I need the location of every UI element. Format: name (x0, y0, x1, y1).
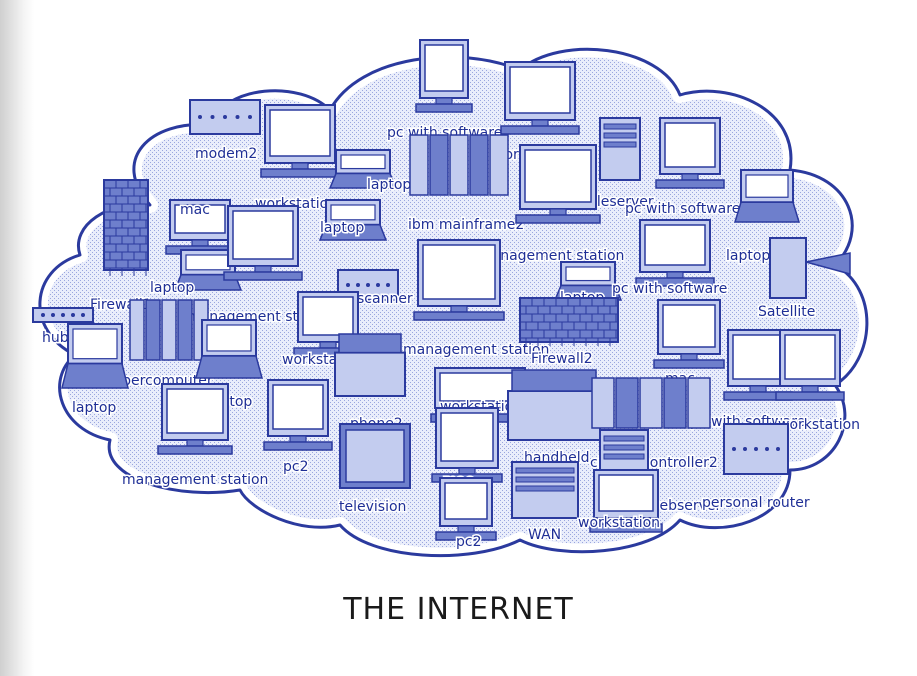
network-node: pc with software (624, 117, 742, 219)
network-node: modem2 (189, 99, 261, 164)
workstation-icon (260, 104, 340, 178)
firewall-icon (103, 179, 149, 276)
node-label: laptop (726, 248, 770, 264)
management-station-icon (223, 205, 303, 281)
satellite-icon (769, 237, 851, 299)
node-label: management station (122, 472, 268, 488)
node-label: WAN (528, 527, 561, 543)
supercomputer-icon (129, 299, 209, 361)
laptop-icon (733, 169, 801, 223)
network-node: laptop (195, 319, 263, 412)
laptop-icon (318, 199, 388, 241)
node-label: mac (180, 202, 210, 218)
node-label: workstation (578, 515, 660, 531)
pc-icon (415, 39, 473, 113)
network-node: management station (477, 144, 626, 266)
pc-icon (263, 379, 333, 451)
modem-icon (189, 99, 261, 135)
network-node: WAN (511, 461, 579, 545)
node-label: laptop (72, 400, 116, 416)
network-node: pc2 (435, 477, 497, 552)
workstation-icon (500, 61, 580, 135)
network-node: Satellite (757, 237, 851, 322)
mainframe-icon (409, 134, 509, 196)
node-label: pc2 (283, 459, 309, 475)
network-node: management station (121, 383, 270, 490)
node-label: laptop (367, 177, 411, 193)
node-label: pc with software (625, 201, 740, 217)
node-label: modem2 (195, 146, 257, 162)
network-node: laptop (725, 169, 801, 266)
node-label: pc2 (456, 534, 482, 550)
node-label: laptop (150, 280, 194, 296)
diagram-title: THE INTERNET (343, 592, 574, 627)
node-label: webserver (648, 498, 722, 514)
network-node: mac (431, 407, 503, 491)
network-node: pc with software (611, 219, 729, 299)
router-icon (723, 423, 789, 475)
handheld-icon (507, 369, 601, 441)
node-label: ibm mainframe2 (408, 217, 524, 233)
mac-icon (653, 299, 725, 369)
hub-icon (32, 307, 94, 323)
cluster-controller-icon (591, 377, 711, 429)
network-node: laptop (328, 149, 413, 195)
network-node: personal router (701, 423, 811, 513)
network-node: Firewall2 (519, 297, 619, 369)
wan-icon (511, 461, 579, 519)
node-label: fileserver (588, 194, 654, 210)
laptop-icon (195, 319, 263, 379)
network-node: management station (402, 239, 551, 360)
left-edge-shadow (0, 0, 34, 676)
network-node: laptop (318, 199, 388, 241)
workstation-icon (589, 469, 663, 533)
television-icon (339, 423, 411, 489)
management-station-icon (157, 383, 233, 455)
network-node: workstation (775, 329, 862, 435)
node-label: television (339, 499, 406, 515)
management-station-icon (515, 144, 601, 224)
network-node: pc2 (263, 379, 333, 477)
management-station-icon (413, 239, 505, 321)
node-label: management station (478, 248, 624, 264)
network-node: television (338, 423, 411, 517)
network-node: Firewall1 (89, 179, 153, 315)
pc-icon (635, 219, 715, 287)
network-node: ibm mainframe2 (407, 134, 526, 235)
node-label: management station (403, 342, 549, 358)
phone-icon (334, 333, 406, 398)
node-label: personal router (702, 495, 810, 511)
node-label: Firewall2 (531, 351, 593, 367)
firewall-icon (519, 297, 619, 346)
network-node: laptop (61, 323, 129, 418)
node-label: scanner (357, 291, 413, 307)
network-node: workstation (254, 104, 340, 214)
server-icon (599, 117, 641, 181)
node-label: pc with software (612, 281, 727, 297)
pc-icon (435, 477, 497, 541)
node-label: laptop (320, 220, 364, 236)
network-node: mac (165, 199, 235, 255)
workstation-icon (775, 329, 845, 401)
node-label: Satellite (758, 304, 815, 320)
laptop-icon (328, 149, 398, 189)
network-node: fileserver (587, 117, 655, 212)
laptop-icon (553, 261, 623, 301)
node-label: workstation (778, 417, 860, 433)
laptop-icon (61, 323, 129, 389)
pc-icon (655, 117, 725, 189)
network-node: workstation (577, 469, 663, 533)
